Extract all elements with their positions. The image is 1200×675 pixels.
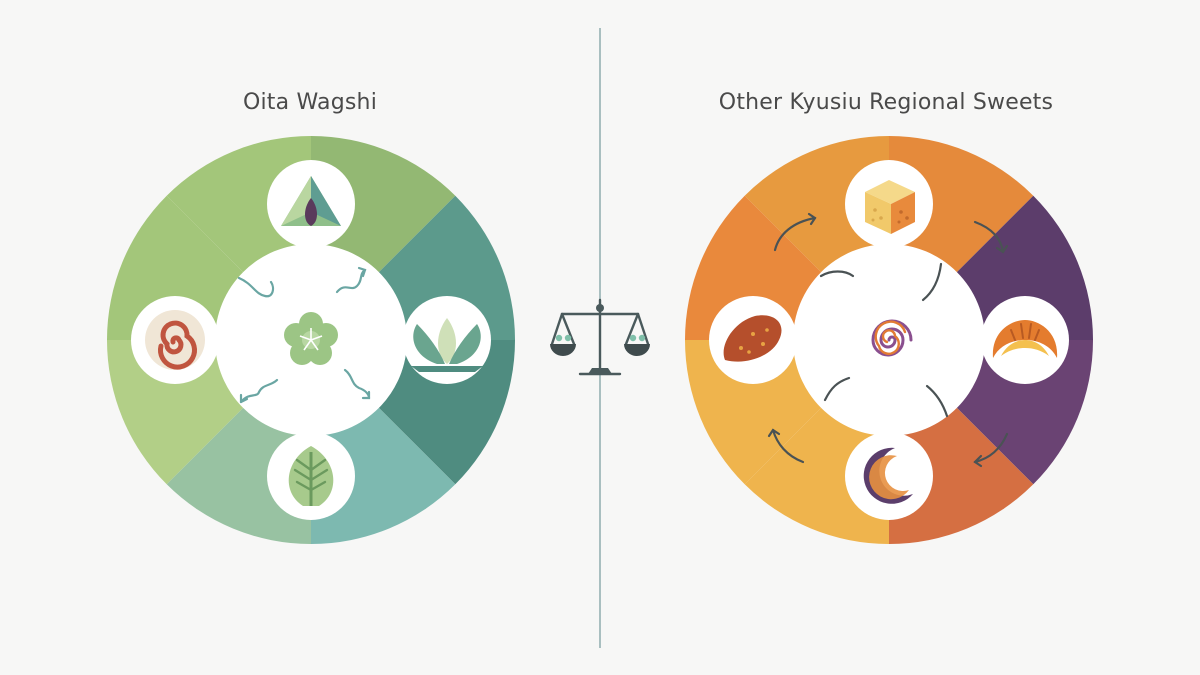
balance-scale-icon (550, 298, 650, 376)
dumpling-icon (992, 320, 1058, 358)
flower-icon (284, 312, 338, 365)
kyushu-sweets-wheel (685, 136, 1093, 544)
flow-arrows (237, 266, 371, 404)
oita-wagashi-wheel (107, 136, 515, 544)
crescent-moon-icon (863, 447, 913, 504)
spiral-sweet-icon (145, 310, 205, 370)
spiral-icon (871, 319, 913, 357)
sweet-potato-icon (723, 315, 782, 362)
left-panel-title: Oita Wagshi (242, 90, 378, 115)
lotus-icon (411, 318, 483, 372)
cycle-arrows (767, 212, 1009, 468)
mountain-icon (281, 176, 341, 226)
leaf-icon (288, 446, 334, 506)
right-panel-title: Other Kyusiu Regional Sweets (718, 90, 1054, 115)
castella-cube-icon (865, 180, 915, 234)
icon-bubble-bottom (845, 432, 933, 520)
